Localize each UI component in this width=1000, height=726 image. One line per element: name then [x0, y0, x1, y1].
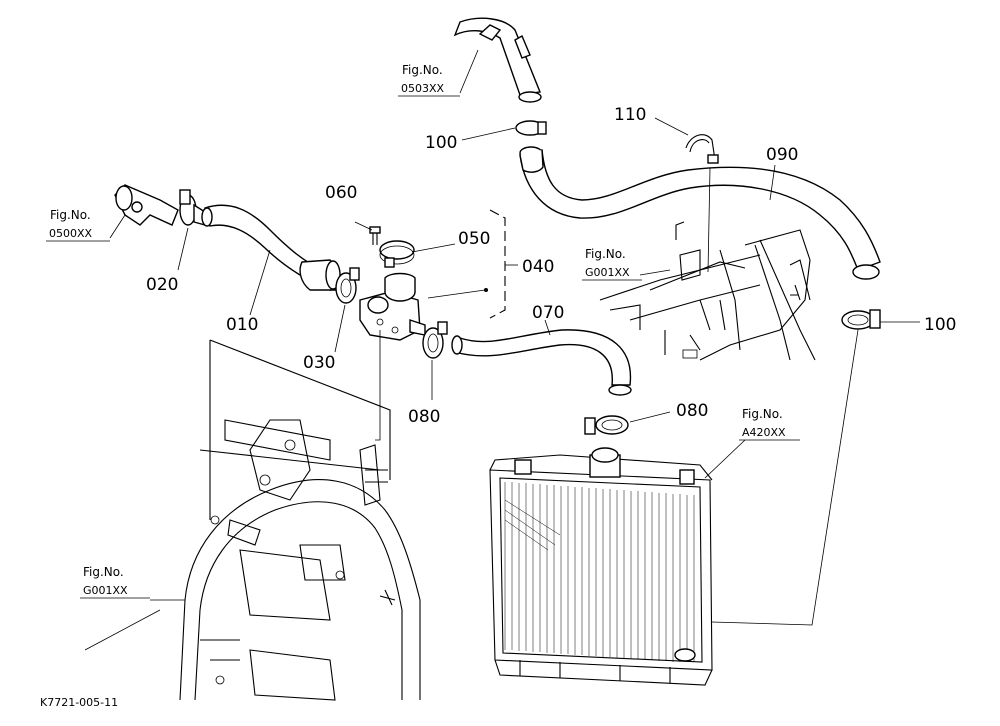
hose-clip-110	[685, 134, 719, 164]
label-part-100-right: 100	[924, 315, 956, 335]
hose-clamp-080-right	[584, 415, 629, 435]
hose-090	[519, 146, 881, 280]
label-part-060: 060	[325, 183, 357, 203]
figure-ref-label: Fig.No.	[742, 407, 783, 421]
figure-ref-label: Fig.No.	[402, 63, 443, 77]
bolt-060	[369, 226, 381, 245]
figure-ref-code: G001XX	[585, 266, 630, 279]
cap-050	[379, 240, 415, 268]
label-part-110: 110	[614, 105, 646, 125]
group-bracket-040	[489, 209, 518, 319]
label-part-010: 010	[226, 315, 258, 335]
figure-ref-label: Fig.No.	[585, 247, 626, 261]
figure-ref-label: Fig.No.	[50, 208, 91, 222]
figure-ref-A420: Fig.No. A420XX	[739, 407, 800, 441]
hose-070	[451, 329, 632, 396]
label-part-100-upper: 100	[425, 133, 457, 153]
water-pipe-0500	[114, 184, 179, 226]
label-part-070: 070	[532, 303, 564, 323]
label-part-030: 030	[303, 353, 335, 373]
hose-clamp-100-right	[841, 309, 881, 330]
frame-lower-left	[179, 339, 421, 701]
figure-ref-0500: Fig.No. 0500XX	[46, 208, 110, 242]
hose-clamp-030	[335, 267, 360, 304]
figure-ref-0503: Fig.No. 0503XX	[398, 63, 460, 97]
hose-clamp-020	[179, 189, 206, 226]
label-part-050: 050	[458, 229, 490, 249]
leader-lines	[84, 49, 920, 651]
hose-010	[201, 204, 341, 292]
figure-ref-code: 0503XX	[401, 82, 445, 95]
label-part-080-left: 080	[408, 407, 440, 427]
figure-ref-G001-upper: Fig.No. G001XX	[582, 247, 642, 281]
figure-ref-code: 0500XX	[49, 227, 93, 240]
figure-ref-code: G001XX	[83, 584, 128, 597]
upper-engine-pipe	[453, 17, 542, 103]
figure-ref-code: A420XX	[742, 426, 786, 439]
label-part-040: 040	[522, 257, 554, 277]
figure-ref-G001-lower: Fig.No. G001XX	[80, 565, 150, 599]
label-part-020: 020	[146, 275, 178, 295]
drawing-code: K7721-005-11	[40, 696, 118, 709]
figure-ref-label: Fig.No.	[83, 565, 124, 579]
frame-bracket-right	[599, 221, 816, 361]
label-part-080-right: 080	[676, 401, 708, 421]
label-part-090: 090	[766, 145, 798, 165]
hose-clamp-080-left	[422, 321, 448, 359]
hose-clamp-100-upper	[515, 120, 547, 136]
radiator	[489, 447, 713, 686]
water-flange-040	[359, 272, 426, 341]
